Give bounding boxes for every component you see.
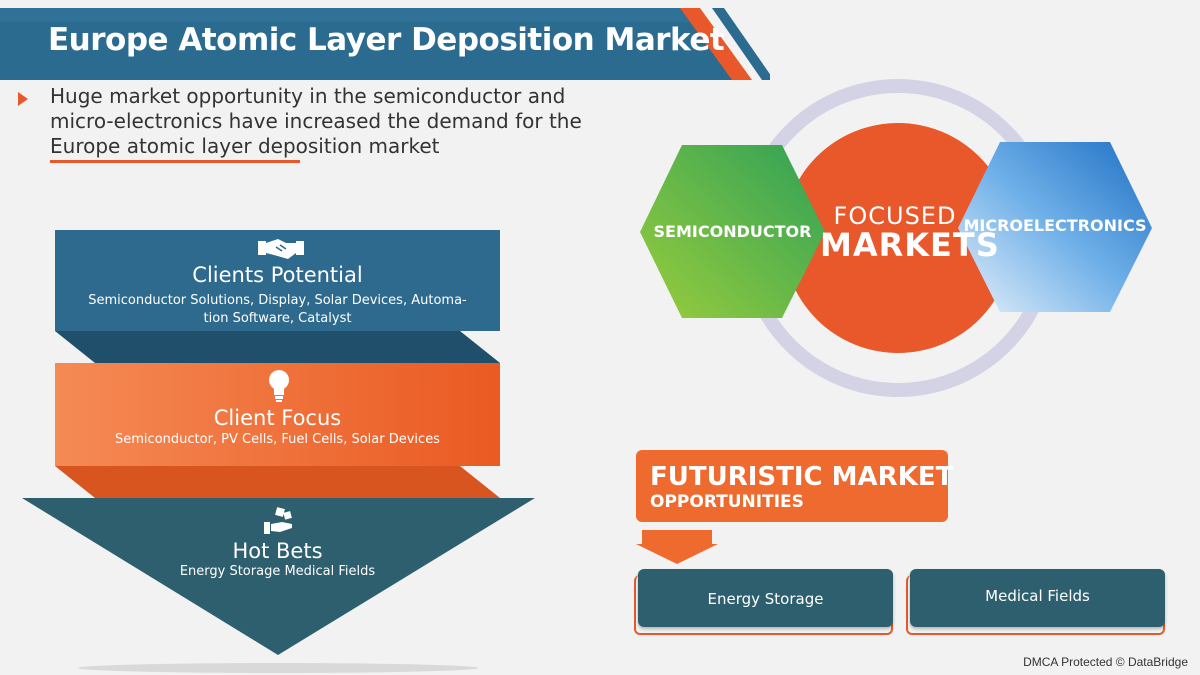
tier-1-subtitle-line2: tion Software, Catalyst xyxy=(203,311,352,326)
tier-3-triangle xyxy=(22,498,535,655)
footer-credit: DMCA Protected © DataBridge xyxy=(1023,655,1188,669)
futuristic-subtitle: OPPORTUNITIES xyxy=(650,492,804,512)
bullet-arrow-icon xyxy=(18,92,28,106)
focused-word: FOCUSED xyxy=(833,202,957,230)
microelectronics-hex xyxy=(958,142,1152,312)
down-arrow-icon xyxy=(636,530,718,564)
opportunity-card-energy-storage: Energy Storage xyxy=(634,569,893,635)
microelectronics-label: MICROELECTRONICS xyxy=(963,216,1147,235)
title-banner xyxy=(0,8,770,80)
tier-1-title: Clients Potential xyxy=(192,263,363,287)
futuristic-banner xyxy=(636,450,948,522)
tier-1-fold xyxy=(55,331,500,363)
opportunity-card-medical-fields: Medical Fields xyxy=(906,569,1165,635)
intro-underline xyxy=(50,160,300,163)
tier-1-subtitle-line1: Semiconductor Solutions, Display, Solar … xyxy=(88,293,467,308)
focused-markets-graphic xyxy=(640,79,1152,397)
tier-3-title: Hot Bets xyxy=(232,539,323,563)
semiconductor-hex xyxy=(640,145,825,318)
card-body: Medical Fields xyxy=(910,569,1165,627)
handshake-icon xyxy=(258,239,304,259)
hand-dice-icon xyxy=(264,507,292,534)
futuristic-title: FUTURISTIC MARKET xyxy=(650,462,954,492)
tier-3-subtitle: Energy Storage Medical Fields xyxy=(179,564,376,579)
page-title: Europe Atomic Layer Deposition Market xyxy=(48,22,725,58)
semiconductor-label: SEMICONDUCTOR xyxy=(653,222,812,241)
markets-word: MARKETS xyxy=(820,226,1000,264)
intro-text: Huge market opportunity in the semicondu… xyxy=(50,84,582,158)
focused-markets-label: FOCUSED MARKETS xyxy=(820,202,1000,264)
opportunity-label: Energy Storage xyxy=(707,590,824,608)
card-body: Energy Storage xyxy=(638,569,893,627)
tier-2-fold xyxy=(55,466,500,498)
focus-circle xyxy=(783,123,1013,353)
tier-2-subtitle: Semiconductor, PV Cells, Fuel Cells, Sol… xyxy=(115,432,440,447)
tier-2-title: Client Focus xyxy=(213,406,342,430)
lightbulb-icon xyxy=(269,370,289,402)
opportunity-label: Medical Fields xyxy=(985,587,1090,605)
